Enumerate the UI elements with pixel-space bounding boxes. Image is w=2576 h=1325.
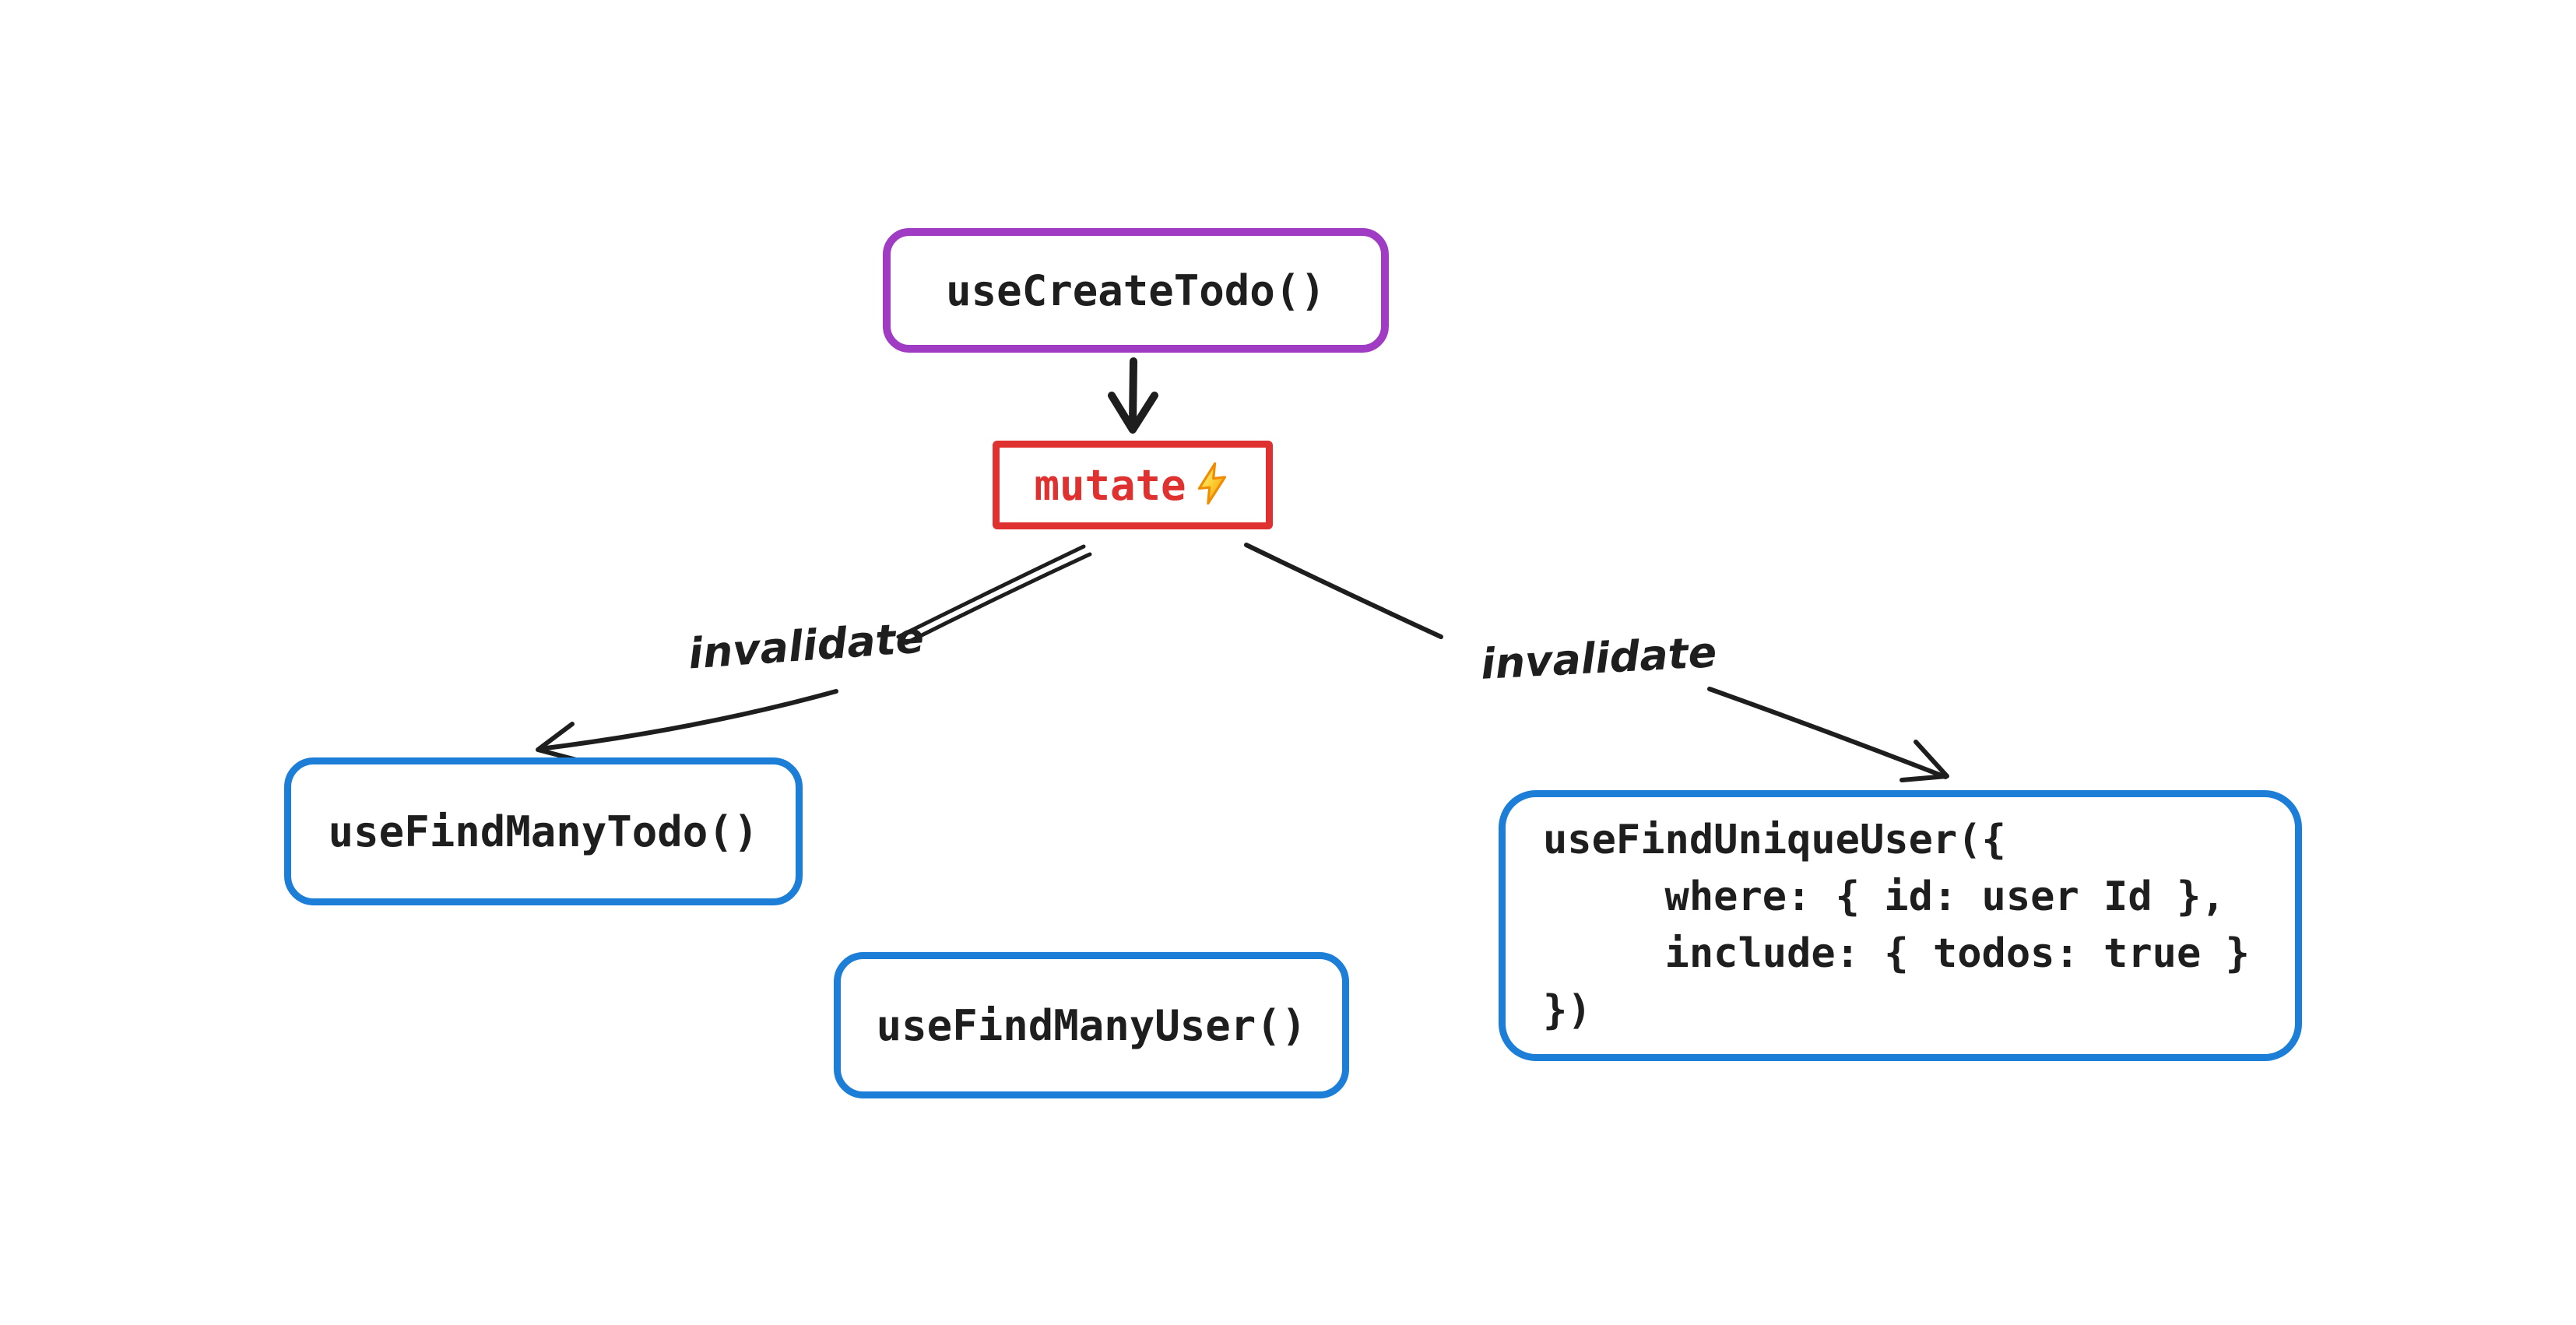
code-line: }) — [1543, 987, 1592, 1034]
lightning-bolt-icon — [1197, 462, 1226, 505]
node-use-find-many-todo: useFindManyTodo() — [284, 757, 803, 905]
node-label: useCreateTodo() — [946, 265, 1326, 315]
arrow-mutate-to-find-unique-user — [1244, 543, 1949, 782]
code-line: useFindUniqueUser({ — [1543, 817, 2006, 863]
code-block: useFindUniqueUser({ where: { id: user Id… — [1543, 812, 2250, 1039]
node-label: useFindManyTodo() — [328, 807, 759, 856]
node-mutate: mutate — [993, 441, 1273, 529]
node-use-create-todo: useCreateTodo() — [883, 228, 1389, 353]
arrowhead-left-icon — [536, 722, 582, 763]
arrowhead-right-icon — [1899, 740, 1949, 782]
node-use-find-unique-user: useFindUniqueUser({ where: { id: user Id… — [1499, 790, 2302, 1061]
node-label: mutate — [1034, 460, 1186, 510]
code-line: where: { id: user Id }, — [1543, 873, 2226, 920]
arrowhead-down-icon — [1108, 392, 1158, 434]
arrow-create-to-mutate — [1108, 357, 1158, 434]
arrow-mutate-to-find-many-todo — [536, 544, 1092, 763]
code-line: include: { todos: true } — [1543, 930, 2250, 977]
node-label: useFindManyUser() — [876, 1000, 1307, 1050]
node-use-find-many-user: useFindManyUser() — [834, 952, 1349, 1098]
